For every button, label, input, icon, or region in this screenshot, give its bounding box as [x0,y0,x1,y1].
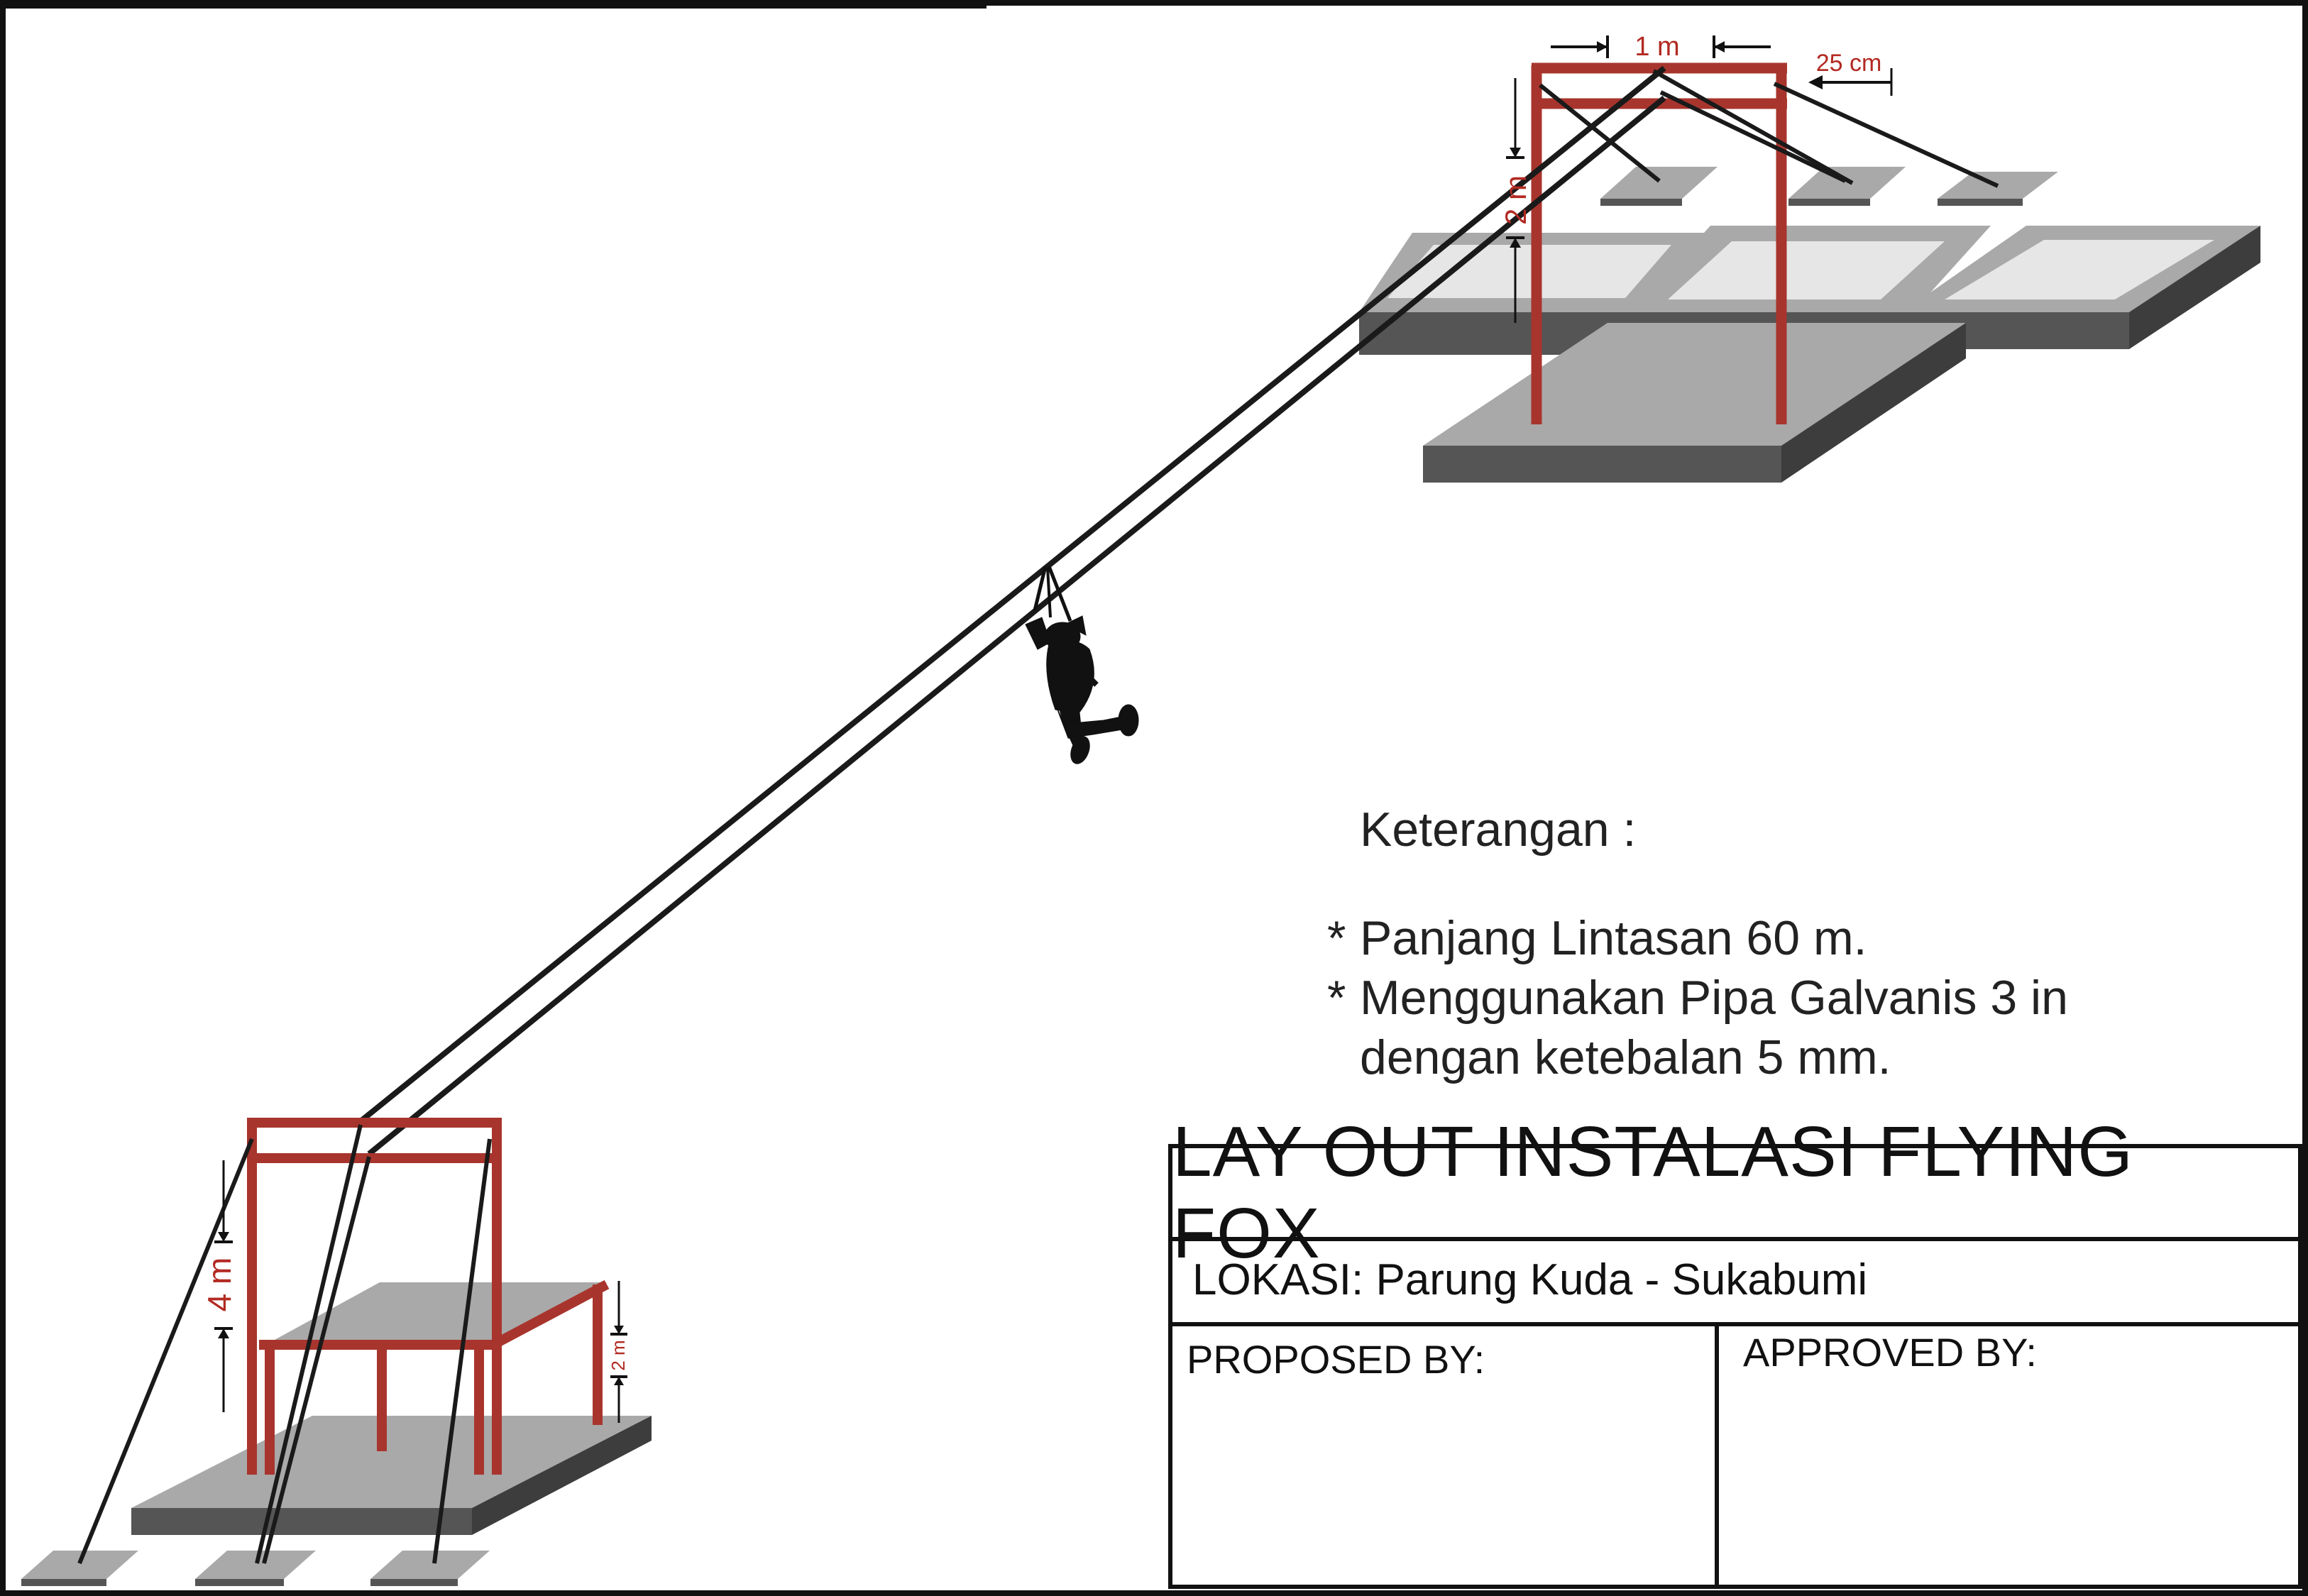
top-base-slab [1423,323,1966,483]
note-item: * Menggunakan Pipa Galvanis 3 in [1327,968,2068,1028]
notes-section: Keterangan : * Panjang Lintasan 60 m. * … [1327,802,2068,1087]
proposed-by-label: PROPOSED BY: [1187,1337,1485,1382]
dimension-top-width: 1 m [1551,32,1771,62]
proposed-by-cell: PROPOSED BY: [1172,1322,1719,1585]
bottom-anchor-pad [195,1551,316,1579]
bottom-base-slab [131,1416,652,1535]
bottom-anchor-pad [21,1551,138,1579]
title-block: LAY OUT INSTALASI FLYING FOX LOKASI: Par… [1168,1112,2302,1589]
dim-top-height-label: 2 m [1499,175,1532,225]
rider-silhouette [1025,566,1139,764]
top-slab-middle [1632,226,1991,334]
dimension-bottom-height: 4 m [201,1160,238,1412]
top-guy-wires [1539,69,1999,188]
bottom-platform-deck [259,1282,607,1348]
lower-cable [367,95,1666,1157]
dim-top-offset-label: 25 cm [1816,50,1882,77]
bottom-red-frame [247,1118,610,1475]
note-item: * Panjang Lintasan 60 m. [1327,908,2068,968]
top-station [1359,62,2260,483]
note-text: dengan ketebalan 5 mm. [1360,1030,1891,1084]
upper-cable [358,65,1666,1124]
dim-bottom-height-label: 4 m [201,1257,238,1312]
location-row: LOKASI: Parung Kuda - Sukabumi [1172,1237,2298,1326]
dim-bottom-platform-label: 2 m [608,1340,629,1370]
top-anchor-pad-side [1788,199,1870,206]
location-text: LOKASI: Parung Kuda - Sukabumi [1192,1255,1868,1304]
note-bullet: * [1327,911,1346,965]
zipline-cables [358,65,1666,1157]
dimension-top-offset: 25 cm [1808,50,1893,96]
top-anchor-pad [1600,167,1718,199]
top-anchor-pad [1788,167,1906,199]
notes-heading: Keterangan : [1360,803,1637,857]
dimension-bottom-platform: 2 m [608,1281,629,1423]
approved-by-label: APPROVED BY: [1743,1330,2037,1375]
note-bullet: * [1327,971,1346,1025]
bottom-anchor-pad-side [195,1579,284,1586]
top-slab-right [1902,226,2260,349]
note-item-continued: dengan ketebalan 5 mm. [1327,1028,2068,1087]
dimension-top-height: 2 m [1499,78,1532,323]
bottom-anchor-pad-side [21,1579,106,1586]
top-anchor-pad-side [1938,199,2023,206]
drawing-title: LAY OUT INSTALASI FLYING FOX [1172,1111,2134,1273]
note-text: Panjang Lintasan 60 m. [1360,911,1867,965]
bottom-anchor-pad-side [370,1579,458,1586]
bottom-station [21,1118,652,1586]
top-red-frame [1531,62,1787,424]
dim-top-width-label: 1 m [1634,32,1679,62]
title-row: LAY OUT INSTALASI FLYING FOX [1172,1112,2298,1273]
note-text: Menggunakan Pipa Galvanis 3 in [1360,971,2068,1025]
top-anchor-pad-side [1600,199,1682,206]
bottom-anchor-pad [370,1551,490,1579]
approved-by-cell: APPROVED BY: [1719,1322,2298,1585]
